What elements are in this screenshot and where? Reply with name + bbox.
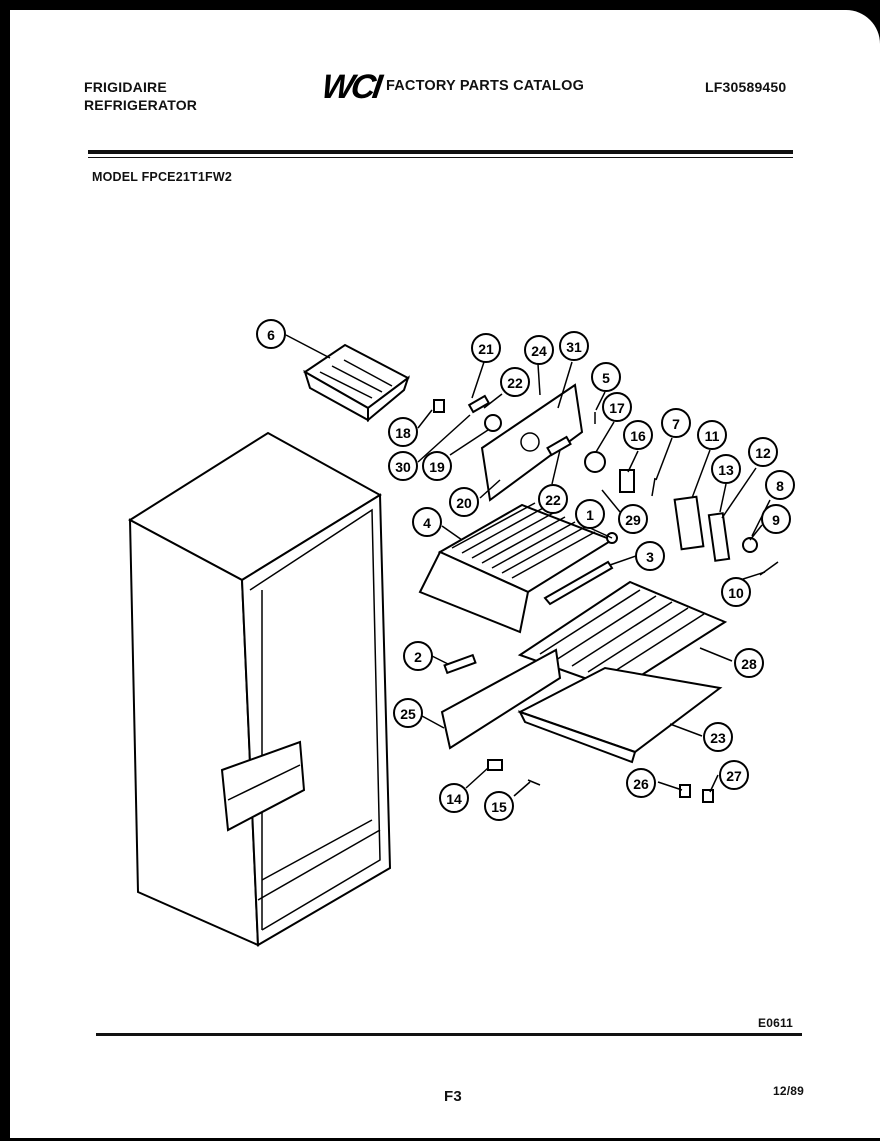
callout-8: 8 bbox=[765, 470, 795, 500]
model-label: MODEL FPCE21T1FW2 bbox=[92, 170, 232, 184]
callout-label: 20 bbox=[456, 495, 472, 511]
callout-5: 5 bbox=[591, 362, 621, 392]
callout-18: 18 bbox=[388, 417, 418, 447]
callout-19: 19 bbox=[422, 451, 452, 481]
callout-10: 10 bbox=[721, 577, 751, 607]
callout-29: 29 bbox=[618, 504, 648, 534]
callout-label: 28 bbox=[741, 656, 757, 672]
callout-26: 26 bbox=[626, 768, 656, 798]
callout-label: 15 bbox=[491, 799, 507, 815]
rail-3-illustration bbox=[543, 560, 614, 606]
callout-13: 13 bbox=[711, 454, 741, 484]
callout-9: 9 bbox=[761, 504, 791, 534]
callout-20: 20 bbox=[449, 487, 479, 517]
date-code: 12/89 bbox=[773, 1084, 805, 1098]
callout-label: 14 bbox=[446, 791, 462, 807]
part-2-illustration bbox=[443, 653, 477, 675]
basket-illustration bbox=[303, 343, 410, 423]
brand-line-1: FRIGIDAIRE bbox=[84, 79, 167, 95]
callout-2: 2 bbox=[403, 641, 433, 671]
callout-label: 19 bbox=[429, 459, 445, 475]
callout-label: 23 bbox=[710, 730, 726, 746]
catalog-title: FACTORY PARTS CATALOG bbox=[386, 78, 585, 94]
callout-label: 9 bbox=[772, 512, 780, 528]
drawing-code: E0611 bbox=[758, 1016, 794, 1030]
callout-27: 27 bbox=[719, 760, 749, 790]
callout-label: 2 bbox=[414, 649, 422, 665]
callout-label: 4 bbox=[423, 515, 431, 531]
housing-11-illustration bbox=[673, 495, 705, 551]
callout-15: 15 bbox=[484, 791, 514, 821]
callout-label: 12 bbox=[755, 445, 771, 461]
callout-label: 1 bbox=[586, 507, 594, 523]
callout-22: 22 bbox=[500, 367, 530, 397]
callout-label: 24 bbox=[531, 343, 547, 359]
header-rule-thin bbox=[88, 157, 793, 158]
callout-label: 18 bbox=[395, 425, 411, 441]
callout-label: 27 bbox=[726, 768, 742, 784]
callout-6: 6 bbox=[256, 319, 286, 349]
callout-label: 21 bbox=[478, 341, 494, 357]
callout-label: 10 bbox=[728, 585, 744, 601]
callout-label: 7 bbox=[672, 416, 680, 432]
callout-1: 1 bbox=[575, 499, 605, 529]
callout-14: 14 bbox=[439, 783, 469, 813]
callout-25: 25 bbox=[393, 698, 423, 728]
callout-label: 26 bbox=[633, 776, 649, 792]
callout-label: 25 bbox=[400, 706, 416, 722]
footer-rule bbox=[96, 1033, 802, 1036]
callout-label: 3 bbox=[646, 549, 654, 565]
callout-28: 28 bbox=[734, 648, 764, 678]
callout-4: 4 bbox=[412, 507, 442, 537]
callout-label: 22 bbox=[507, 375, 523, 391]
callout-30: 30 bbox=[388, 451, 418, 481]
callout-11: 11 bbox=[697, 420, 727, 450]
callout-12: 12 bbox=[748, 437, 778, 467]
shelf-4-illustration bbox=[418, 502, 615, 634]
callout-label: 5 bbox=[602, 370, 610, 386]
callout-31: 31 bbox=[559, 331, 589, 361]
callout-label: 13 bbox=[718, 462, 734, 478]
callout-label: 11 bbox=[705, 428, 720, 444]
control-panel-illustration bbox=[480, 383, 584, 502]
page-code: F3 bbox=[444, 1088, 462, 1105]
callout-label: 16 bbox=[630, 428, 646, 444]
bracket-25-illustration bbox=[440, 648, 562, 750]
cover-23-illustration bbox=[517, 666, 723, 764]
shelf-28-illustration bbox=[517, 580, 728, 692]
callout-16: 16 bbox=[623, 420, 653, 450]
small-parts bbox=[433, 394, 779, 803]
callout-21: 21 bbox=[471, 333, 501, 363]
callout-label: 8 bbox=[776, 478, 784, 494]
callout-23: 23 bbox=[703, 722, 733, 752]
callout-label: 30 bbox=[395, 459, 411, 475]
callout-label: 29 bbox=[625, 512, 641, 528]
cabinet-illustration bbox=[128, 431, 392, 947]
callout-24: 24 bbox=[524, 335, 554, 365]
callout-label: 6 bbox=[267, 327, 275, 343]
callout-17: 17 bbox=[602, 392, 632, 422]
callout-label: 31 bbox=[566, 339, 582, 355]
header-rule-thick bbox=[88, 150, 793, 154]
callout-label: 17 bbox=[609, 400, 625, 416]
callout-7: 7 bbox=[661, 408, 691, 438]
callout-22: 22 bbox=[538, 484, 568, 514]
brand-line-2: REFRIGERATOR bbox=[84, 97, 198, 113]
callout-label: 22 bbox=[545, 492, 561, 508]
leader-lines bbox=[285, 334, 771, 797]
callout-3: 3 bbox=[635, 541, 665, 571]
catalog-number: LF30589450 bbox=[705, 79, 787, 95]
part-12-illustration bbox=[707, 512, 731, 562]
